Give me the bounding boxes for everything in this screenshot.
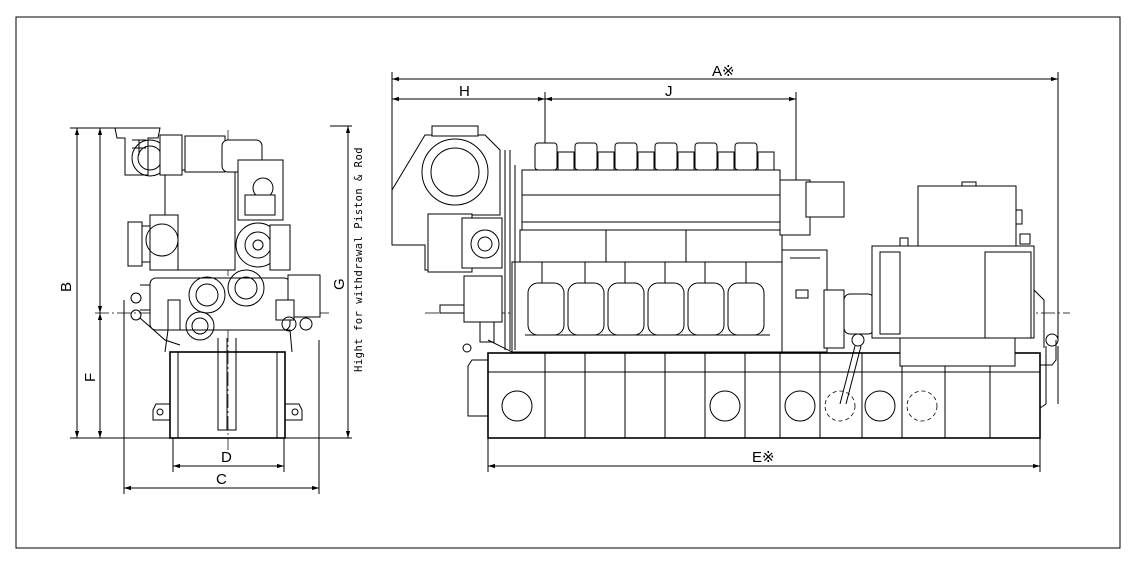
dim-label-J: J — [665, 83, 673, 100]
dim-label-G: G — [331, 278, 348, 290]
dim-label-D: D — [221, 449, 232, 466]
dim-label-H: H — [459, 83, 470, 100]
dim-label-C: C — [216, 471, 227, 488]
engine-end-view — [95, 127, 330, 450]
drawing-border — [15, 16, 1121, 549]
engine-side-view — [391, 125, 1070, 439]
end-view-dimensions: B F G Hight for withdrawal Piston & Rod … — [58, 125, 365, 494]
dim-label-F: F — [82, 373, 99, 382]
side-view-dimensions: A※ H J E※ — [391, 63, 1059, 472]
dim-label-A: A※ — [712, 63, 735, 80]
dim-label-B: B — [58, 282, 75, 292]
piston-withdrawal-note: Hight for withdrawal Piston & Rod — [353, 147, 365, 372]
dim-label-E: E※ — [752, 449, 775, 466]
cylinder-covers — [534, 142, 775, 171]
generator — [871, 181, 1059, 409]
